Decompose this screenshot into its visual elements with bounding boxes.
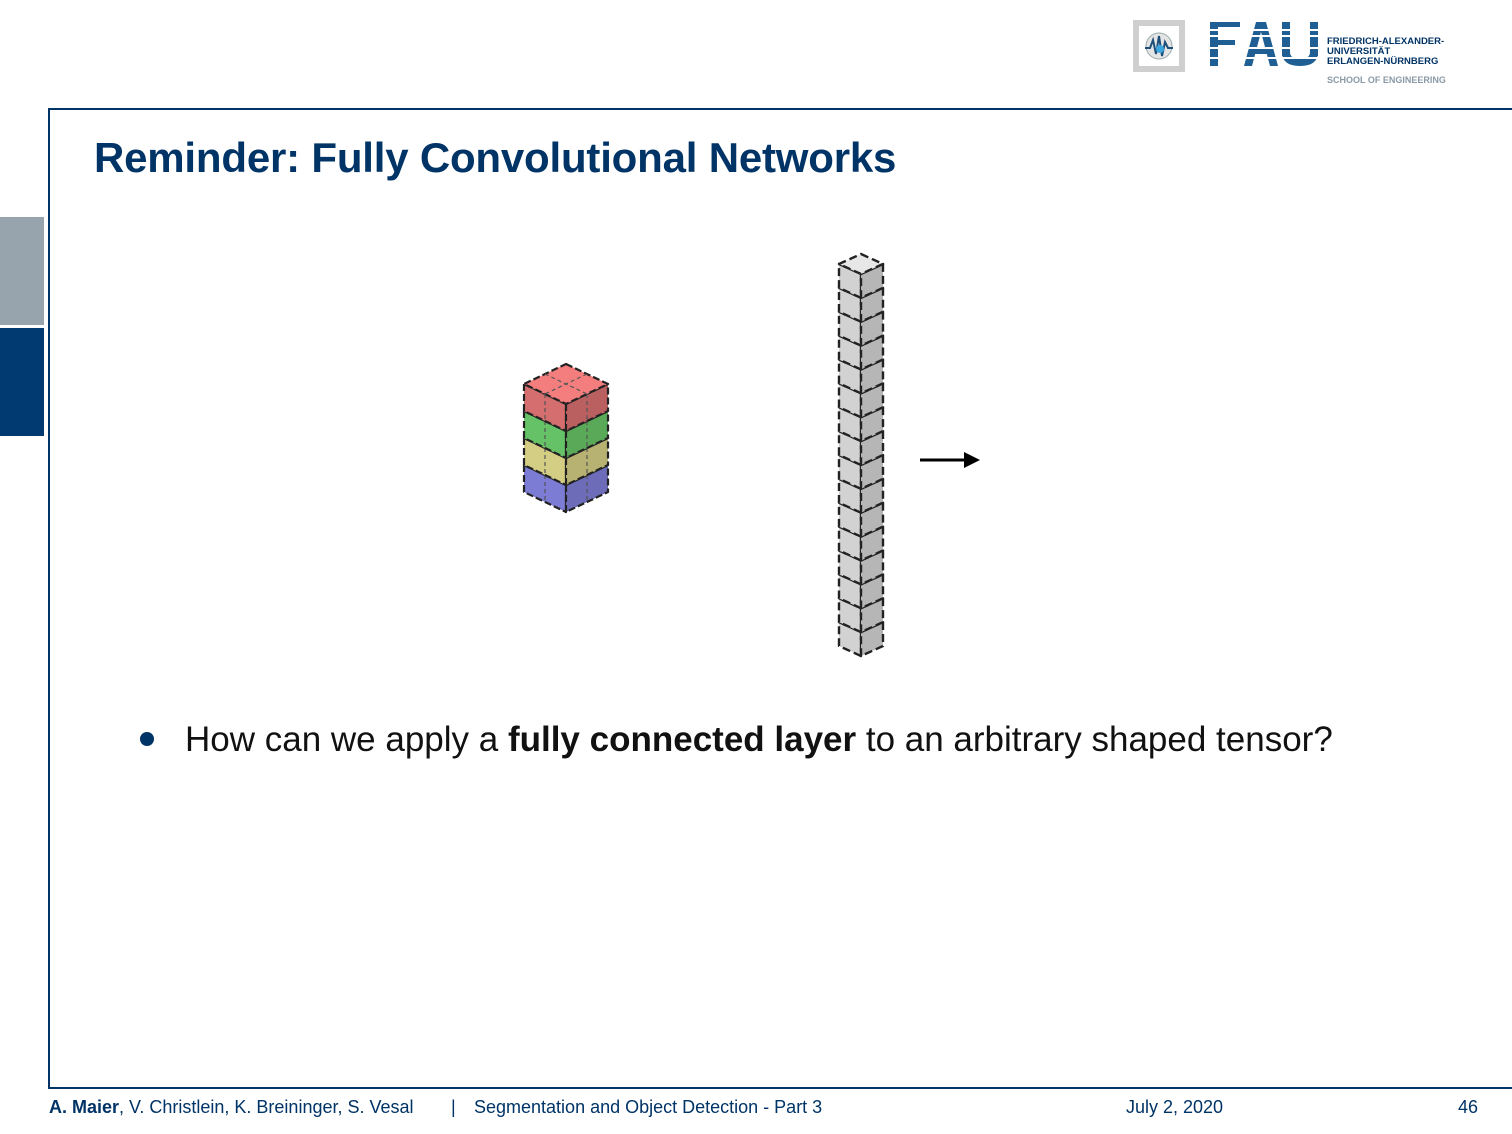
tensor-layer xyxy=(522,362,610,433)
bullet-dot-icon xyxy=(140,732,154,746)
frame-bottom-rule xyxy=(48,1087,1512,1089)
column-cell xyxy=(837,252,885,300)
slide-title: Reminder: Fully Convolutional Networks xyxy=(94,134,897,181)
fau-logo xyxy=(1210,22,1320,66)
footer-separator: | xyxy=(451,1097,456,1117)
footer-main-author: A. Maier xyxy=(49,1097,120,1117)
university-line-1: FRIEDRICH-ALEXANDER- xyxy=(1327,36,1445,47)
side-section-tab-1 xyxy=(0,217,44,325)
right-arrow-icon xyxy=(920,452,980,468)
signal-icon xyxy=(1145,32,1173,60)
university-line-2: UNIVERSITÄT xyxy=(1327,46,1391,57)
footer-coauthors: , V. Christlein, K. Breininger, S. Vesal xyxy=(119,1097,414,1117)
lme-logo xyxy=(1133,20,1185,72)
bullet-bold: fully connected layer xyxy=(507,720,857,759)
footer-page-number: 46 xyxy=(1458,1097,1479,1117)
bullet-suffix: to an arbitrary shaped tensor? xyxy=(856,720,1333,759)
footer-authors: A. Maier, V. Christlein, K. Breininger, … xyxy=(49,1097,414,1117)
bullet-text: How can we apply a fully connected layer… xyxy=(185,720,1333,760)
side-section-tab-2 xyxy=(0,328,44,436)
school-name: SCHOOL OF ENGINEERING xyxy=(1327,75,1446,85)
footer-course: Segmentation and Object Detection - Part… xyxy=(474,1097,823,1117)
footer-date: July 2, 2020 xyxy=(1126,1097,1224,1117)
column-vector xyxy=(837,252,885,658)
bullet-prefix: How can we apply a xyxy=(185,720,508,759)
frame-top-rule xyxy=(48,108,1512,110)
bullet-item: How can we apply a fully connected layer… xyxy=(140,720,1333,760)
tensor-stack xyxy=(522,362,610,514)
frame-left-rule xyxy=(48,108,50,1089)
university-name: FRIEDRICH-ALEXANDER- UNIVERSITÄT ERLANGE… xyxy=(1327,37,1444,67)
university-line-3: ERLANGEN-NÜRNBERG xyxy=(1327,56,1439,67)
